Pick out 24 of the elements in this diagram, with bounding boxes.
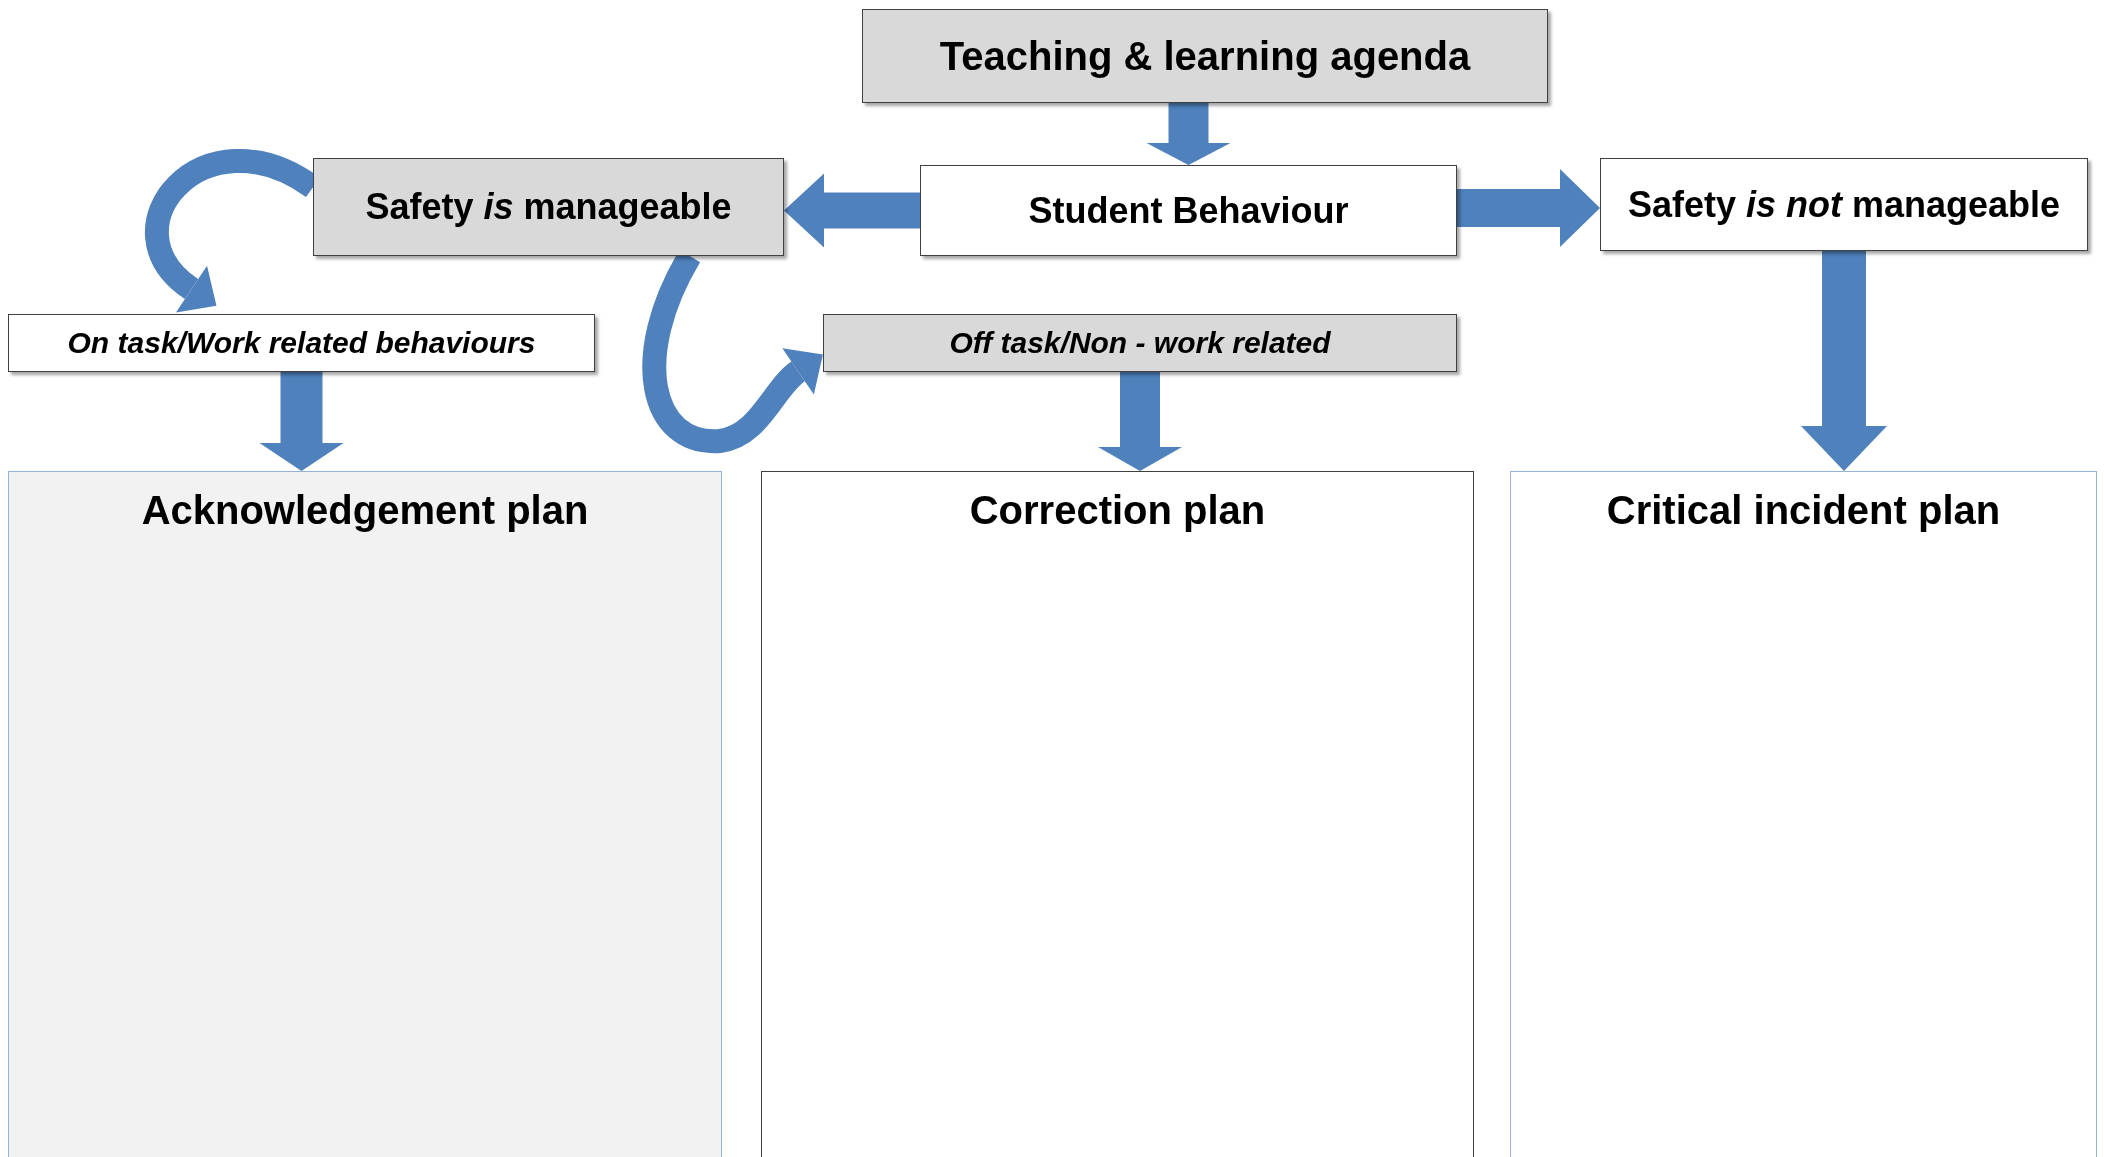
block-arrow: [259, 372, 344, 471]
plan-panel: [8, 471, 722, 1157]
box-label: Correction plan: [969, 488, 1266, 533]
process-box: [862, 9, 1548, 103]
box-label: Safety is not manageable: [1627, 183, 2061, 226]
process-box: [313, 158, 784, 256]
box-label: Off task/Non - work related: [949, 326, 1331, 360]
plan-panel: [1510, 471, 2097, 1157]
process-box: [823, 314, 1457, 372]
box-label: Critical incident plan: [1606, 488, 2001, 533]
block-arrow: [1146, 103, 1231, 165]
process-box: [8, 314, 595, 372]
box-label: Student Behaviour: [1028, 189, 1349, 232]
box-label: On task/Work related behaviours: [67, 326, 536, 360]
box-label: Teaching & learning agenda: [939, 33, 1471, 79]
block-arrow: [1801, 251, 1887, 471]
box-label: Acknowledgement plan: [141, 488, 589, 533]
process-box: [1600, 158, 2088, 251]
block-arrow: [1457, 169, 1600, 247]
block-arrow: [1098, 372, 1182, 471]
process-box: [920, 165, 1457, 256]
plan-panel: [761, 471, 1474, 1157]
block-arrow: [784, 173, 920, 248]
box-label: Safety is manageable: [365, 186, 732, 228]
